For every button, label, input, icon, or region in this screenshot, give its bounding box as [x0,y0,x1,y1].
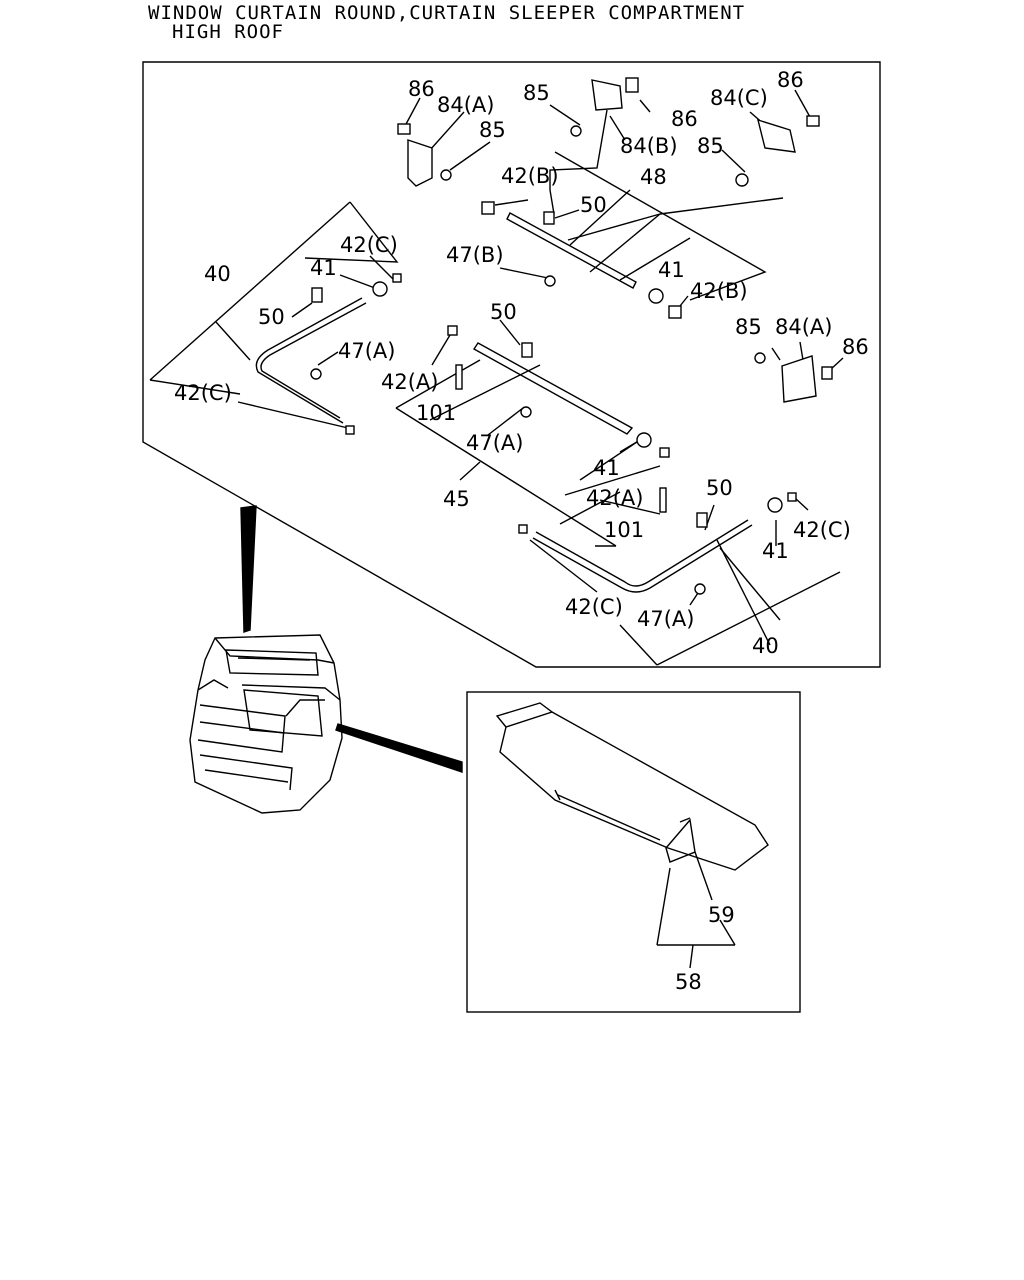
label-86: 86 [842,335,869,359]
title-line-2: HIGH ROOF [172,21,284,43]
label-42b: 42(B) [690,279,748,303]
label-42c: 42(C) [340,233,398,257]
label-42b: 42(B) [501,164,559,188]
label-47b: 47(B) [446,243,504,267]
label-85: 85 [697,134,724,158]
label-42c: 42(C) [565,595,623,619]
curtain-58 [495,702,769,871]
label-50: 50 [706,476,733,500]
label-42a: 42(A) [586,486,643,510]
label-42c: 42(C) [174,381,232,405]
truck-cab-illustration [189,634,343,814]
label-86: 86 [408,77,435,101]
leader-lines [149,89,844,969]
label-47a: 47(A) [637,607,694,631]
label-41: 41 [310,256,337,280]
label-41: 41 [762,539,789,563]
curtain-detail-frame [466,691,801,1013]
part-labels: 86 84(A) 85 85 86 84(B) 84(C) 86 85 42(B… [174,68,869,994]
label-47a: 47(A) [338,339,395,363]
label-50: 50 [580,193,607,217]
diagram-title: WINDOW CURTAIN ROUND,CURTAIN SLEEPER COM… [148,4,745,42]
rail-48 [506,212,637,289]
label-40: 40 [204,262,231,286]
label-84a: 84(A) [775,315,832,339]
title-line-1: WINDOW CURTAIN ROUND,CURTAIN SLEEPER COM… [148,2,746,24]
label-101: 101 [416,401,456,425]
label-45: 45 [443,487,470,511]
label-40: 40 [752,634,779,658]
label-42c: 42(C) [793,518,851,542]
pointer-wedge-top [240,505,257,633]
label-86: 86 [777,68,804,92]
rail-40-left [255,297,367,424]
label-50: 50 [258,305,285,329]
label-85: 85 [523,81,550,105]
label-41: 41 [593,456,620,480]
label-84a: 84(A) [437,93,494,117]
label-85: 85 [479,118,506,142]
label-84b: 84(B) [620,134,678,158]
small-parts [310,77,833,595]
label-59: 59 [708,903,735,927]
rail-40-right [532,519,753,593]
label-101: 101 [604,518,644,542]
label-42a: 42(A) [381,370,438,394]
rail-45 [472,342,634,435]
pointer-wedge-bottom [335,723,463,773]
label-41: 41 [658,258,685,282]
label-86: 86 [671,107,698,131]
label-58: 58 [675,970,702,994]
label-47a: 47(A) [466,431,523,455]
label-85: 85 [735,315,762,339]
label-50: 50 [490,300,517,324]
label-84c: 84(C) [710,86,768,110]
main-detail-frame [142,61,881,668]
label-48: 48 [640,165,667,189]
